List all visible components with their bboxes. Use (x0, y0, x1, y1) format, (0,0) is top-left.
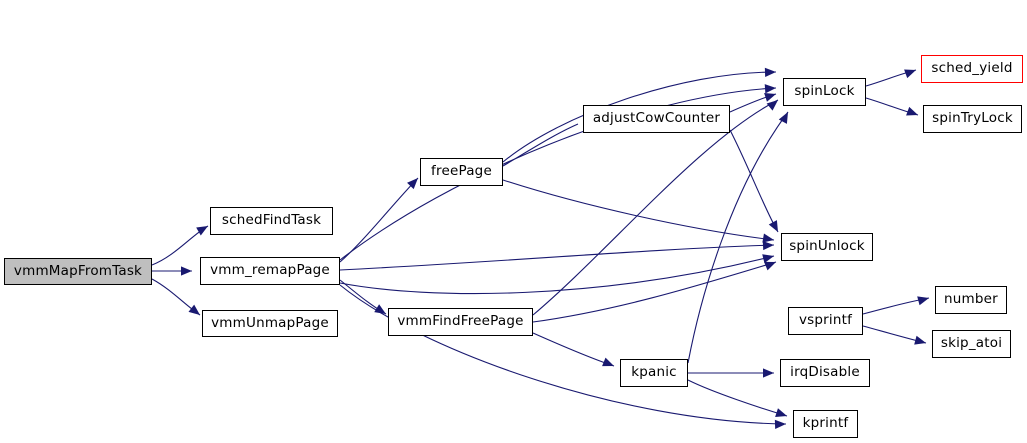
edge-kpanic-to-kprintf (687, 379, 788, 417)
arrow-to-schedFindTask (196, 226, 208, 236)
node-label: vmm_remapPage (210, 262, 330, 279)
arrow-to-kprintf-a (775, 408, 787, 417)
node-label: vmmMapFromTask (13, 262, 143, 279)
edge-freePage-to-spinUnlock (502, 179, 775, 241)
arrow-to-freePage (407, 178, 418, 190)
node-spinUnlock[interactable]: spinUnlock (781, 233, 873, 261)
edge-vmm_remapPage-to-spinUnlock (339, 255, 775, 295)
edge-vmm_remapPage-to-spinUnlock (339, 244, 775, 271)
edge-vmm_remapPage-to-spinLock (339, 87, 777, 261)
node-vmm_remapPage[interactable]: vmm_remapPage (200, 257, 340, 285)
edge-vmmFindFreePage-to-kpanic (532, 332, 615, 367)
node-label: spinUnlock (789, 238, 865, 255)
arrow-to-spinUnlock-d (768, 220, 778, 232)
node-freePage[interactable]: freePage (420, 158, 503, 186)
node-schedFindTask[interactable]: schedFindTask (210, 207, 333, 235)
node-sched_yield[interactable]: sched_yield (921, 55, 1023, 83)
arrow-to-spinUnlock-e (764, 261, 776, 271)
node-label: freePage (431, 163, 492, 180)
node-label: spinTryLock (932, 110, 1013, 127)
arrow-to-kpanic (602, 357, 614, 367)
arrow-to-spinLock-a (764, 84, 776, 94)
arrow-to-sched_yield (904, 69, 916, 79)
node-kprintf[interactable]: kprintf (793, 410, 858, 438)
edge-freePage-to-adjustCowCounter (502, 123, 579, 167)
arrow-to-skip_atoi (914, 335, 926, 345)
node-vmmMapFromTask[interactable]: vmmMapFromTask (4, 258, 152, 285)
arrow-to-vmm_remapPage (181, 266, 192, 276)
arrow-to-vmmUnmapPage (188, 304, 200, 315)
node-label: skip_atoi (940, 335, 1003, 352)
node-label: kprintf (802, 415, 849, 432)
arrow-to-spinLock-b (764, 67, 776, 77)
arrow-to-spinLock-d (766, 100, 778, 111)
arrow-to-spinUnlock-c (762, 233, 774, 243)
edge-kpanic-to-spinLock (687, 111, 789, 364)
arrow-to-number (917, 296, 929, 306)
arrow-to-spinTryLock (906, 106, 918, 116)
edge-freePage-to-spinLock (502, 71, 777, 163)
node-spinTryLock[interactable]: spinTryLock (923, 105, 1022, 133)
node-adjustCowCounter[interactable]: adjustCowCounter (583, 105, 730, 133)
node-vmmUnmapPage[interactable]: vmmUnmapPage (202, 310, 338, 337)
node-skip_atoi[interactable]: skip_atoi (932, 330, 1011, 358)
edge-vmmFindFreePage-to-spinUnlock (532, 261, 777, 323)
node-irqDisable[interactable]: irqDisable (780, 359, 870, 387)
arrow-to-kprintf-b (774, 419, 786, 429)
edge-adjustCowCounter-to-spinUnlock (729, 129, 779, 233)
arrow-to-spinUnlock-a (762, 240, 774, 251)
arrow-to-vmmFindFreePage (374, 304, 386, 314)
node-label: sched_yield (931, 60, 1013, 77)
node-label: adjustCowCounter (592, 110, 721, 127)
node-label: spinLock (794, 83, 855, 100)
edge-vmmFindFreePage-to-spinLock (532, 99, 779, 316)
node-kpanic[interactable]: kpanic (620, 359, 688, 387)
node-label: kpanic (631, 364, 677, 381)
arrow-to-spinLock-c (764, 93, 776, 102)
edge-vmm_remapPage-to-freePage (339, 177, 419, 263)
node-label: number (944, 291, 998, 308)
arrow-heads (181, 67, 929, 429)
node-label: irqDisable (790, 364, 860, 381)
node-label: schedFindTask (221, 212, 322, 229)
node-label: vsprintf (798, 312, 853, 329)
node-spinLock[interactable]: spinLock (783, 78, 866, 106)
edge-vmm_remapPage-to-kprintf (339, 284, 787, 425)
arrow-to-spinUnlock-b (762, 254, 774, 264)
node-vsprintf[interactable]: vsprintf (788, 307, 863, 335)
node-label: vmmUnmapPage (211, 314, 329, 331)
arrow-to-irqDisable (763, 368, 774, 378)
arrow-to-spinLock-e (778, 112, 788, 124)
node-number[interactable]: number (935, 286, 1007, 314)
node-label: vmmFindFreePage (397, 313, 524, 330)
node-vmmFindFreePage[interactable]: vmmFindFreePage (388, 308, 533, 336)
